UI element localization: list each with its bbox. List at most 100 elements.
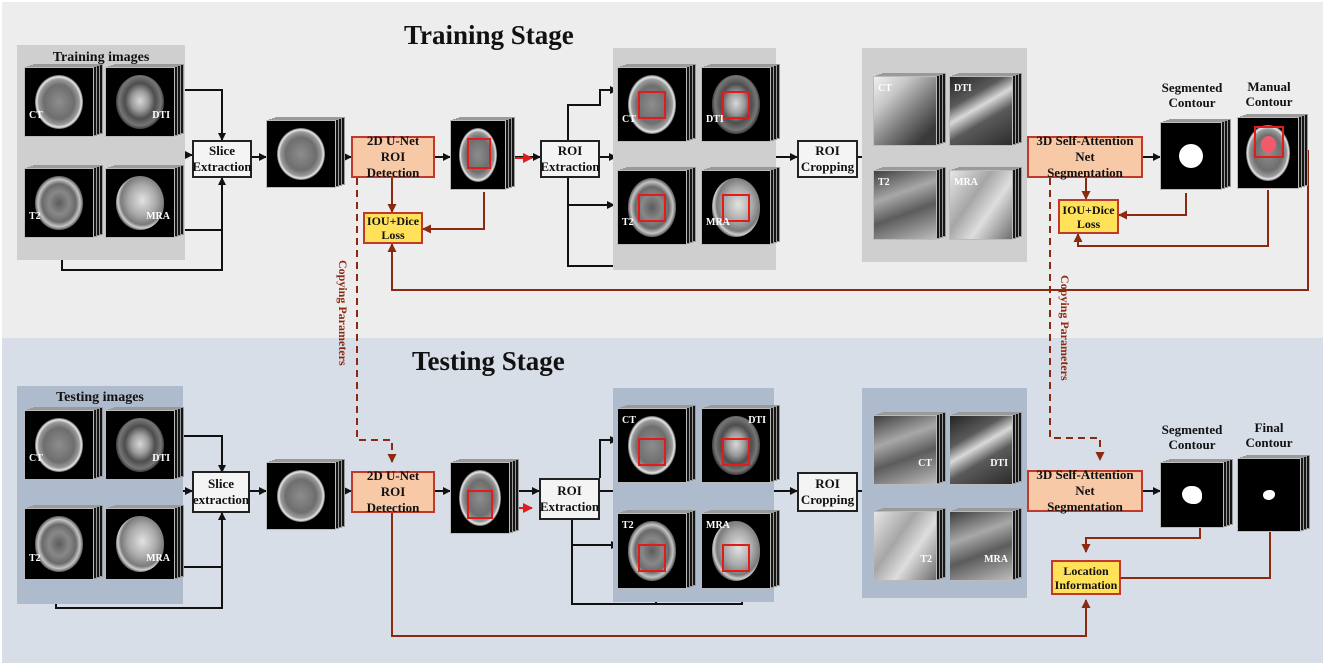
t2-label: T2: [29, 552, 41, 564]
box-line: Cropping: [800, 492, 855, 507]
testing-slice-extraction-box: Slice extraction: [192, 471, 250, 513]
testing-ct-image: CT: [24, 407, 103, 480]
training-crop-ct-image: CT: [873, 73, 946, 146]
label-line: Manual: [1247, 79, 1291, 94]
training-loss-box-2: IOU+Dice Loss: [1058, 199, 1119, 234]
box-line: Extraction: [192, 159, 252, 174]
training-dti-image: DTI: [105, 64, 184, 137]
box-line: ROI: [557, 143, 583, 158]
mra-label: MRA: [146, 552, 170, 564]
box-line: 2D U-Net: [366, 468, 420, 483]
training-roi-t2-image: T2: [617, 167, 696, 245]
label-line: Segmented: [1161, 80, 1223, 95]
testing-roi-t2-image: T2: [617, 510, 696, 589]
dti-label: DTI: [954, 83, 972, 94]
label-line: Contour: [1245, 435, 1293, 450]
box-line: Information: [1054, 577, 1118, 592]
box-line: Slice: [208, 476, 234, 491]
copy-parameter-connectors: [356, 178, 1105, 463]
mra-label: MRA: [706, 216, 730, 228]
box-line: Extraction: [539, 499, 600, 514]
final-contour-image: [1237, 455, 1310, 532]
testing-crop-dti-image: DTI: [949, 412, 1022, 485]
training-segmented-contour-image: [1160, 119, 1231, 190]
box-line: ROI: [815, 143, 840, 158]
ct-label: CT: [622, 113, 636, 125]
mra-label: MRA: [706, 520, 730, 531]
training-segmented-contour-label: Segmented Contour: [1152, 80, 1232, 110]
box-line: Segmentation: [1047, 165, 1123, 180]
location-information-box: Location Information: [1051, 560, 1121, 595]
ct-label: CT: [622, 415, 636, 426]
label-line: Segmented: [1161, 422, 1223, 437]
testing-roi-mra-image: MRA: [701, 510, 780, 589]
ct-label: CT: [918, 458, 932, 470]
training-roi-cropping-box: ROI Cropping: [797, 140, 858, 178]
box-line: ROI: [557, 483, 582, 498]
ct-label: CT: [878, 83, 892, 94]
training-ct-image: CT: [24, 64, 103, 137]
box-line: Extraction: [540, 159, 600, 174]
ct-label: CT: [29, 453, 43, 465]
t2-label: T2: [920, 554, 932, 566]
ct-label: CT: [29, 110, 43, 122]
testing-t2-image: T2: [24, 505, 103, 580]
testing-roi-cropping-box: ROI Cropping: [797, 472, 858, 512]
box-line: IOU+Dice: [366, 214, 420, 228]
training-stage-title: Training Stage: [404, 20, 574, 50]
training-loss-box-1: IOU+Dice Loss: [363, 212, 423, 244]
testing-roi-dti-image: DTI: [701, 405, 780, 483]
training-images-title: Training images: [52, 50, 150, 65]
testing-red-connectors: [391, 511, 1275, 637]
t2-label: T2: [622, 216, 634, 228]
training-crop-dti-image: DTI: [949, 73, 1022, 146]
testing-crop-t2-image: T2: [873, 508, 946, 581]
dti-label: DTI: [706, 113, 724, 125]
box-line: 2D U-Net: [366, 133, 420, 148]
label-line: Contour: [1245, 94, 1293, 109]
box-line: Loss: [1076, 216, 1101, 231]
box-line: IOU+Dice: [1062, 202, 1115, 217]
box-line: 3D Self-Attention Net: [1036, 467, 1134, 498]
box-line: ROI Detection: [366, 149, 420, 180]
mra-label: MRA: [146, 211, 170, 223]
manual-contour-label: Manual Contour: [1229, 79, 1309, 109]
box-line: ROI Detection: [366, 484, 420, 515]
t2-label: T2: [29, 211, 41, 223]
dti-label: DTI: [990, 458, 1008, 470]
training-unet-roi-detection-box: 2D U-Net ROI Detection: [351, 133, 435, 180]
testing-mra-image: MRA: [105, 505, 184, 580]
training-slice-image: [266, 117, 345, 188]
training-mra-image: MRA: [105, 165, 184, 238]
training-red-connectors: [387, 150, 1309, 291]
training-crop-t2-image: T2: [873, 167, 946, 240]
testing-roi-extraction-box: ROI Extraction: [539, 478, 600, 520]
training-slice-extraction-box: Slice Extraction: [192, 140, 252, 178]
t2-label: T2: [878, 177, 890, 188]
mra-label: MRA: [984, 554, 1008, 566]
training-roi-mra-image: MRA: [701, 167, 780, 245]
testing-segmented-contour-label: Segmented Contour: [1152, 422, 1232, 452]
mra-label: MRA: [954, 177, 978, 188]
copy-parameters-label-right: Copying Parameters: [1058, 275, 1072, 381]
box-line: Segmentation: [1047, 499, 1123, 514]
label-line: Final: [1254, 420, 1284, 435]
testing-segmented-contour-image: [1160, 459, 1233, 528]
box-line: Location: [1063, 563, 1109, 578]
training-roi-dti-image: DTI: [701, 64, 780, 142]
box-line: extraction: [192, 492, 250, 507]
box-line: Slice: [209, 143, 235, 158]
testing-unet-roi-detection-box: 2D U-Net ROI Detection: [351, 468, 435, 515]
label-line: Contour: [1168, 95, 1216, 110]
testing-roi-ct-image: CT: [617, 405, 696, 483]
dti-label: DTI: [152, 453, 170, 465]
training-unet-output-image: [450, 117, 515, 190]
training-crop-mra-image: MRA: [949, 167, 1022, 240]
testing-crop-mra-image: MRA: [949, 508, 1022, 581]
t2-label: T2: [622, 520, 634, 531]
testing-slice-image: [266, 459, 345, 530]
box-line: Cropping: [800, 159, 855, 174]
copy-parameters-label-left: Copying Parameters: [336, 260, 350, 366]
dti-label: DTI: [152, 110, 170, 122]
